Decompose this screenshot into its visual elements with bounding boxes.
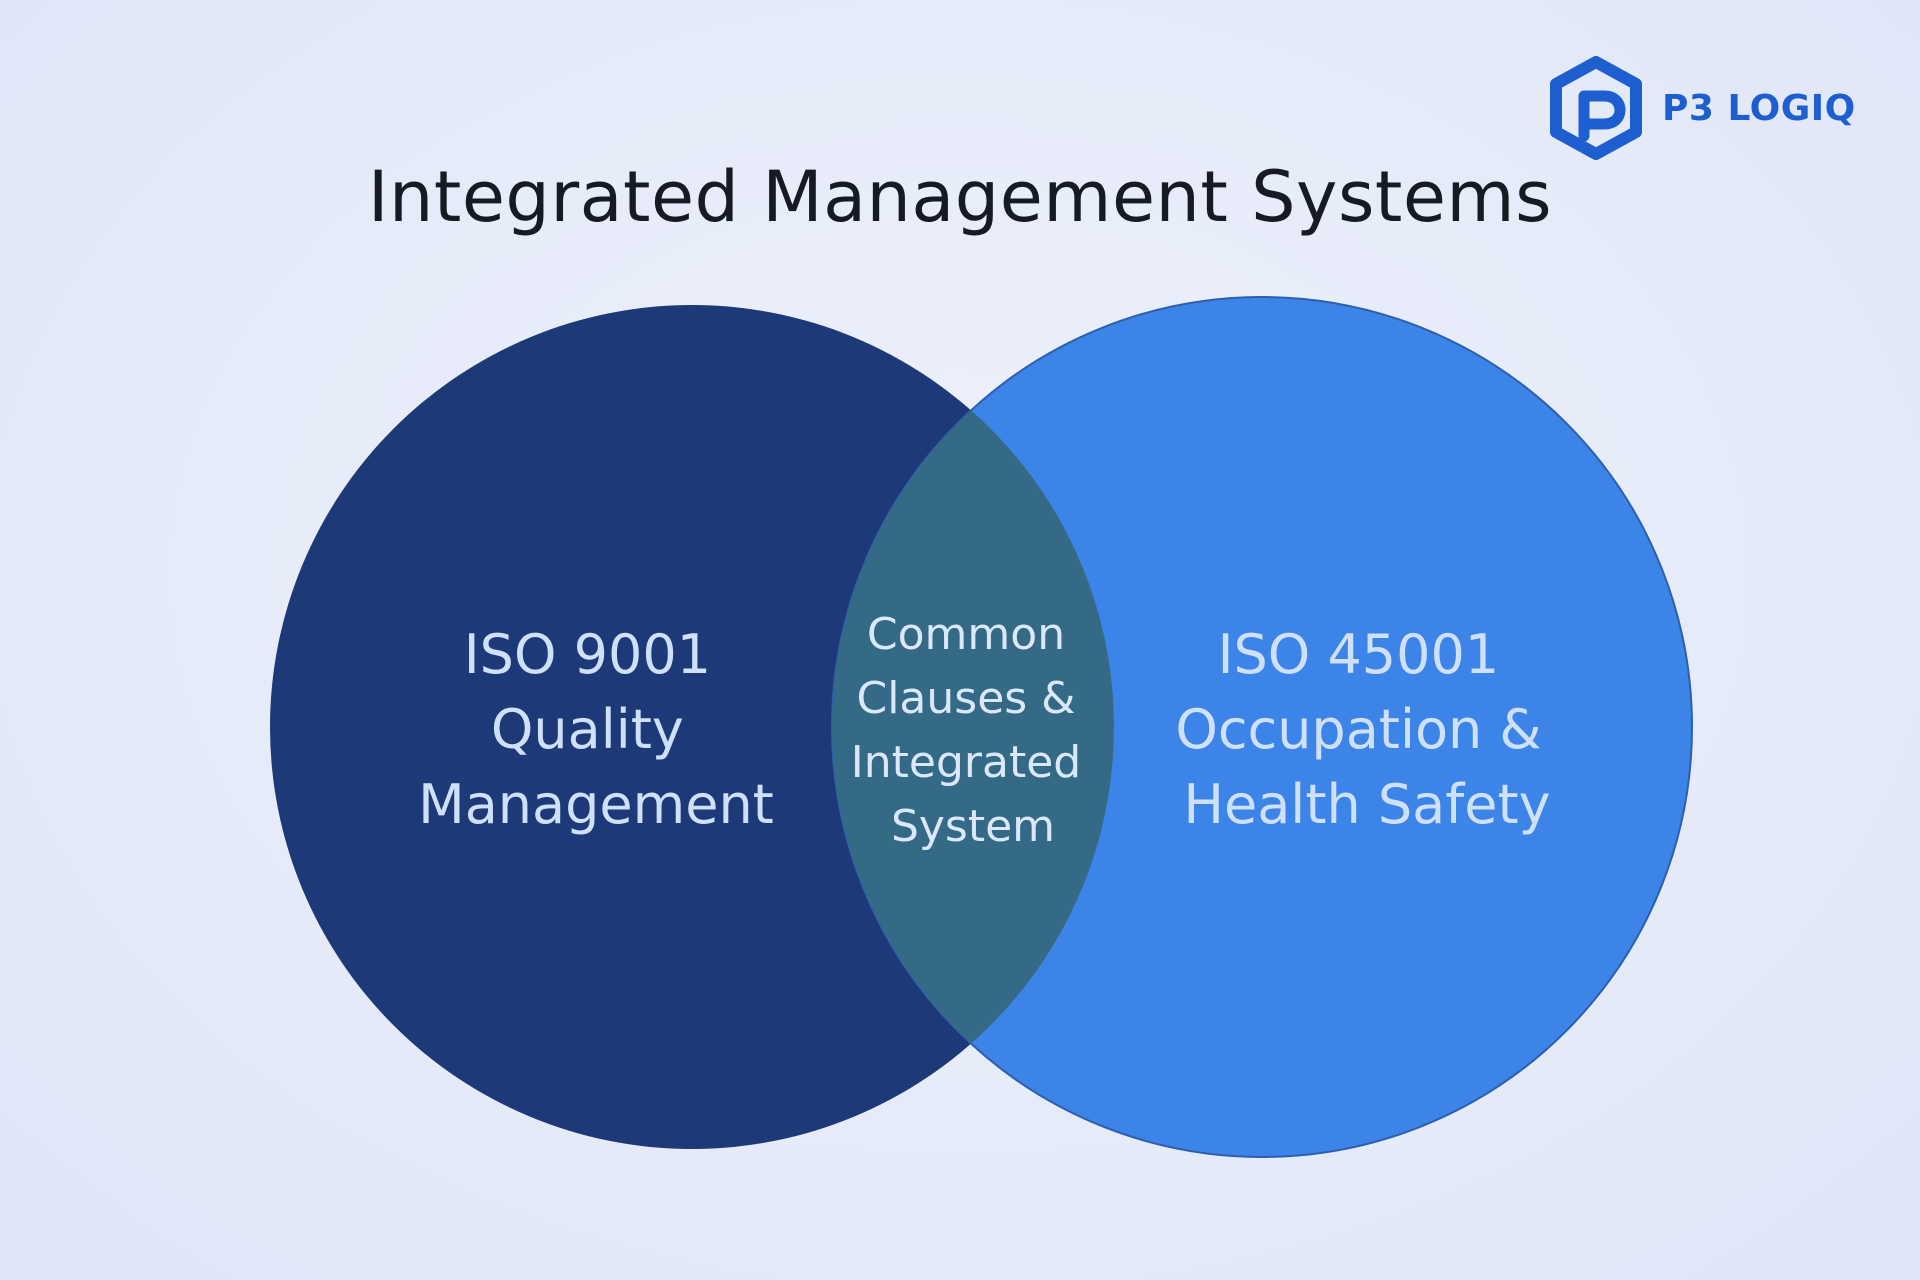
brand-logo: P3 LOGIQ <box>1548 56 1856 160</box>
venn-overlap-line: Integrated <box>851 737 1081 788</box>
venn-right-label: ISO 45001 Occupation & Health Safety <box>1175 623 1558 836</box>
venn-right-line: ISO 45001 <box>1218 623 1500 686</box>
hexagon-p-logo-icon <box>1550 56 1642 160</box>
brand-name: P3 LOGIQ <box>1662 87 1856 129</box>
venn-overlap-line: System <box>891 801 1055 852</box>
venn-left-line: Quality <box>491 698 684 761</box>
venn-left-line: Management <box>418 773 774 836</box>
venn-overlap-line: Common <box>867 609 1065 660</box>
venn-left-line: ISO 9001 <box>464 623 711 686</box>
venn-right-line: Occupation & <box>1175 698 1541 761</box>
venn-right-line: Health Safety <box>1183 773 1550 836</box>
page-title: Integrated Management Systems <box>367 156 1553 238</box>
venn-overlap <box>832 305 1114 1149</box>
venn-overlap-label: Common Clauses & Integrated System <box>851 609 1095 852</box>
venn-left-label: ISO 9001 Quality Management <box>418 623 774 836</box>
venn-overlap-line: Clauses & <box>856 673 1075 724</box>
